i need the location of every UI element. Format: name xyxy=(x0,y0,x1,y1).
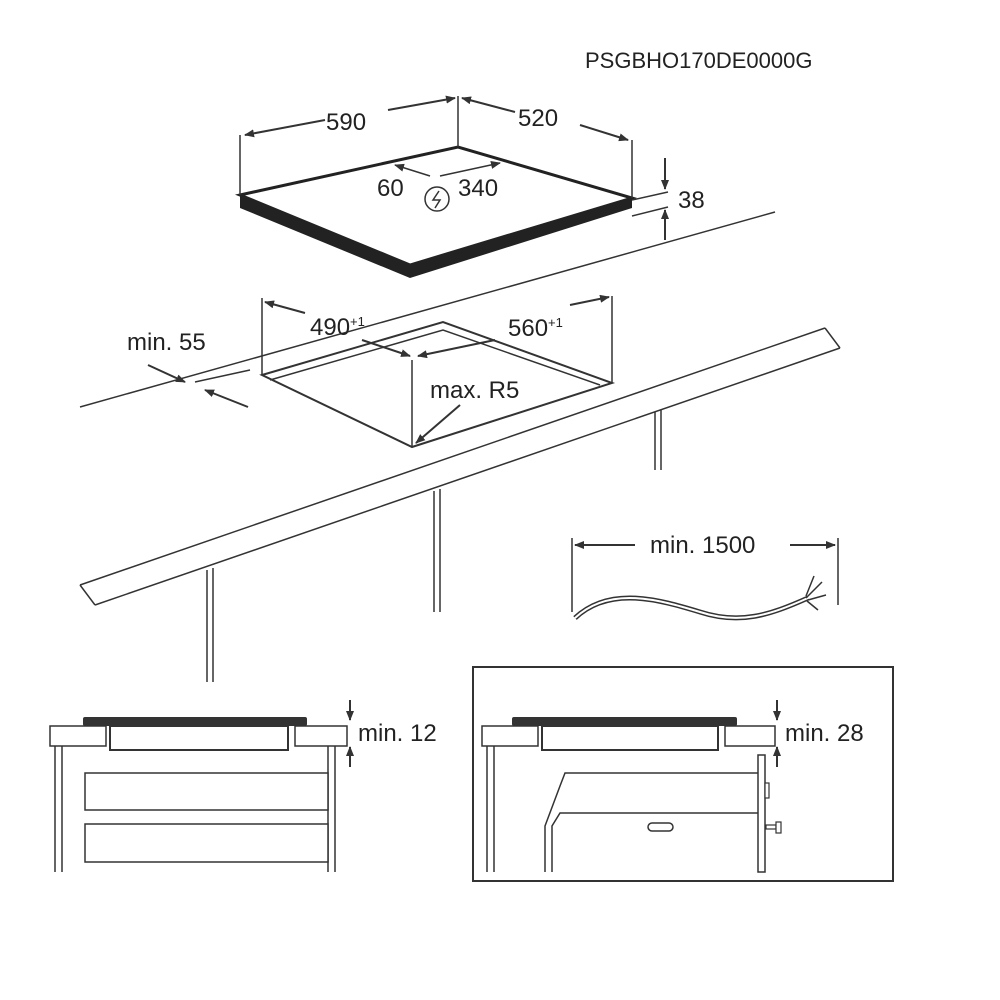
electric-connection-icon xyxy=(424,186,450,212)
model-code: PSGBHO170DE0000G xyxy=(585,48,812,73)
oven-clearance-label: min. 28 xyxy=(785,720,864,747)
connection-distance-label: 340 xyxy=(458,175,498,202)
hob-height-label: 38 xyxy=(678,187,705,214)
front-distance-label: min. 55 xyxy=(127,329,206,356)
cable-length-label: min. 1500 xyxy=(650,532,755,559)
hob-drawing xyxy=(235,95,669,278)
cable-drawing xyxy=(571,538,839,621)
connection-offset-label: 60 xyxy=(377,175,404,202)
drawer-clearance-label: min. 12 xyxy=(358,720,437,747)
cutout-width-label: 490+1 xyxy=(310,314,365,341)
hob-depth-label: 520 xyxy=(518,105,558,132)
lightning-bolt-icon xyxy=(431,190,442,209)
corner-radius-label: max. R5 xyxy=(430,377,519,404)
drawer-section-drawing xyxy=(49,700,354,872)
hob-width-label: 590 xyxy=(326,109,366,136)
oven-section-drawing xyxy=(472,666,894,882)
cutout-depth-label: 560+1 xyxy=(508,315,563,342)
countertop-drawing xyxy=(79,211,841,682)
